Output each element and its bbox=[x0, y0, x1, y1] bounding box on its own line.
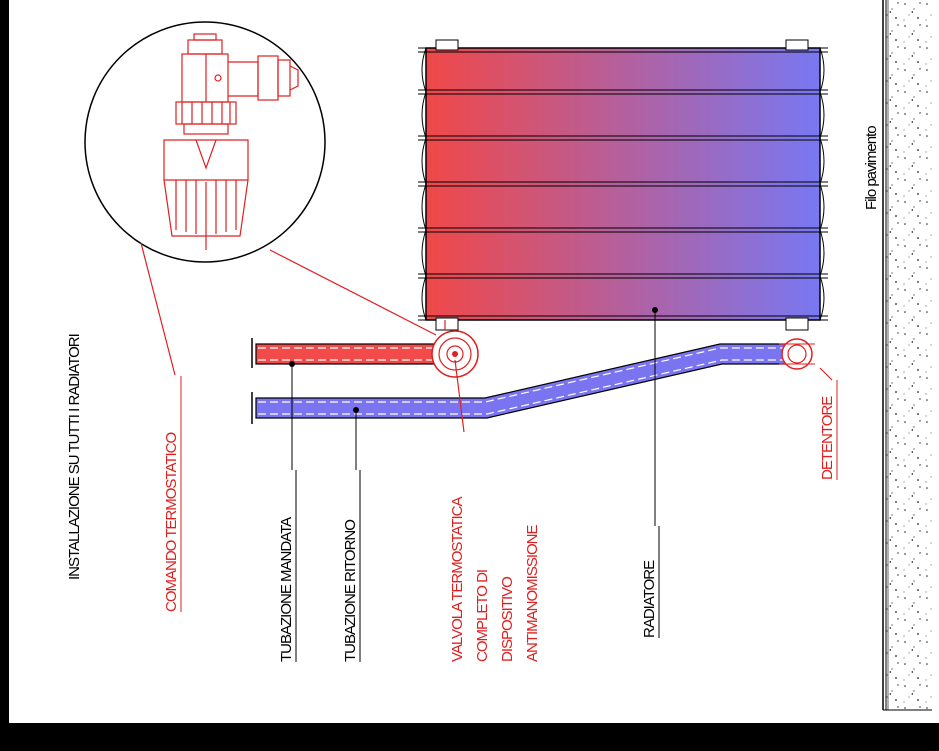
label-valvola-line2: COMPLETO DI bbox=[474, 570, 491, 662]
lockshield-valve bbox=[779, 338, 815, 370]
bottom-border bbox=[0, 723, 939, 751]
page-title: INSTALLAZIONE SU TUTTI I RADIATORI bbox=[66, 334, 83, 580]
thermostatic-valve bbox=[431, 320, 479, 378]
thermostatic-head-detail bbox=[163, 33, 299, 250]
label-tubazione-ritorno: TUBAZIONE RITORNO bbox=[342, 520, 359, 662]
black-leaders bbox=[289, 307, 658, 526]
floor bbox=[882, 0, 932, 711]
callout-leaders bbox=[140, 242, 833, 433]
label-valvola-line4: ANTIMANOMISSIONE bbox=[524, 524, 541, 662]
radiator bbox=[418, 39, 828, 331]
label-comando-termostatico: COMANDO TERMOSTATICO bbox=[163, 433, 180, 613]
diagram-canvas: INSTALLAZIONE SU TUTTI I RADIATORI COMAN… bbox=[9, 0, 939, 723]
label-tubazione-mandata: TUBAZIONE MANDATA bbox=[278, 517, 295, 662]
label-radiatore: RADIATORE bbox=[641, 560, 658, 638]
labels: INSTALLAZIONE SU TUTTI I RADIATORI COMAN… bbox=[66, 126, 880, 662]
left-border bbox=[0, 0, 9, 751]
label-filo-pavimento: Filo pavimento bbox=[863, 126, 880, 210]
detail-magnifier bbox=[84, 21, 326, 263]
label-valvola-line3: DISPOSITIVO bbox=[499, 577, 516, 662]
label-detentore: DETENTORE bbox=[819, 396, 836, 480]
label-valvola-line1: VALVOLA TERMOSTATICA bbox=[449, 497, 466, 662]
